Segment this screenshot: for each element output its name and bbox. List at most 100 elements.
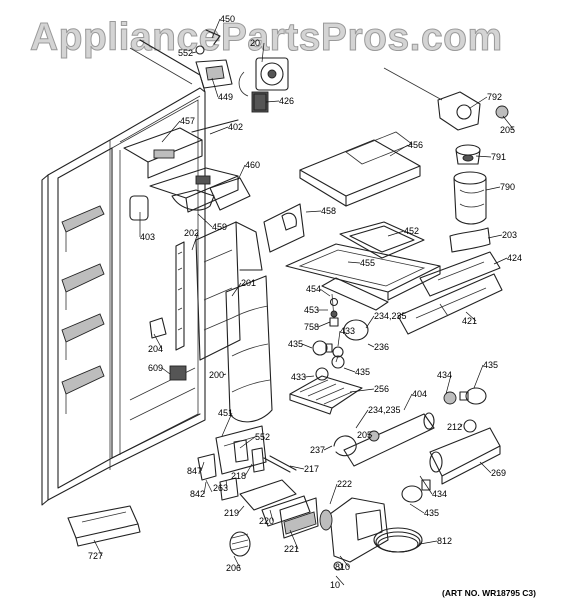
callout-label: 217 — [304, 464, 319, 474]
part-842-link — [205, 479, 213, 493]
part-791-cap — [455, 144, 481, 165]
callout-label: 458 — [321, 206, 336, 216]
part-459-damper — [171, 189, 215, 211]
callout-label: 433 — [291, 372, 306, 382]
callout-label: 459 — [212, 222, 227, 232]
part-237-wire — [333, 435, 357, 457]
callout-label: 552 — [178, 48, 193, 58]
part-421-housing — [397, 273, 503, 335]
part-200-cover — [225, 275, 273, 423]
leader-lines — [93, 18, 515, 586]
part-453-valve — [329, 293, 339, 327]
leader-line-435-54 — [409, 503, 425, 514]
callout-label: 453 — [304, 305, 319, 315]
callout-label: 609 — [148, 363, 163, 373]
part-449-bracket — [195, 29, 233, 89]
leader-line-842-50 — [203, 481, 207, 495]
callout-label: 454 — [306, 284, 321, 294]
part-219-paddle — [239, 479, 297, 511]
part-218-arm — [251, 447, 265, 473]
leader-line-456-9 — [389, 144, 409, 157]
callout-label: 421 — [462, 316, 477, 326]
leader-line-200-34 — [222, 373, 227, 376]
part-424-housing — [419, 251, 501, 297]
leader-line-236-30 — [367, 343, 375, 348]
callout-label: 204 — [148, 344, 163, 354]
part-812-tubing — [373, 527, 423, 553]
part-552-screw — [233, 439, 249, 463]
part-727-trim — [67, 505, 141, 547]
leader-line-206-59 — [233, 555, 241, 569]
leader-line-452-17 — [387, 230, 405, 237]
callout-label: 20 — [250, 38, 260, 48]
callout-label: 205 — [500, 125, 515, 135]
leader-line-449-3 — [211, 77, 219, 98]
leader-line-450-0 — [211, 18, 221, 39]
callout-label: 402 — [228, 122, 243, 132]
part-404-tube — [343, 412, 435, 467]
leader-line-212-40 — [460, 423, 463, 428]
part-452-pan — [339, 221, 425, 259]
callout-label: 269 — [491, 468, 506, 478]
callout-label: 234,235 — [374, 311, 407, 321]
leader-line-847-45 — [200, 461, 205, 472]
callout-label: 256 — [374, 384, 389, 394]
leader-line-402-8 — [209, 126, 229, 135]
leader-line-20-2 — [261, 42, 265, 63]
leader-line-205-6 — [502, 115, 515, 131]
callout-label: 792 — [487, 92, 502, 102]
leader-line-218-46 — [244, 463, 253, 477]
part-790-filter — [453, 171, 487, 225]
leader-line-203-18 — [487, 234, 503, 239]
part-426-shroud — [251, 91, 269, 113]
leader-line-552-1 — [191, 51, 197, 54]
part-20-fan-motor — [238, 57, 289, 97]
leader-line-421-25 — [465, 311, 477, 322]
callout-label: 234,235 — [368, 405, 401, 415]
leader-line-790-12 — [485, 186, 501, 191]
callout-label: 219 — [224, 508, 239, 518]
callout-label: 810 — [335, 562, 350, 572]
callout-label: 790 — [500, 182, 515, 192]
leader-line-609-31 — [161, 367, 171, 375]
leader-line-758-26 — [317, 321, 331, 328]
leader-line-791-10 — [475, 155, 492, 158]
part-256-light-cover — [289, 375, 363, 415]
callout-label: 435 — [483, 360, 498, 370]
part-792-filter-head — [383, 67, 509, 131]
leader-line-433-27 — [337, 330, 341, 347]
part-435-bulb-lower — [401, 479, 431, 503]
callout-label: 403 — [140, 232, 155, 242]
part-205-cap — [368, 430, 380, 442]
callout-label: 221 — [284, 544, 299, 554]
leader-line-263-49 — [225, 479, 228, 489]
leader-line-451-41 — [221, 412, 233, 437]
callout-label: 812 — [437, 536, 452, 546]
leader-line-221-58 — [289, 529, 299, 550]
part-206-grille — [229, 531, 251, 557]
callout-label: 456 — [408, 140, 423, 150]
part-203-bracket — [449, 227, 491, 253]
leader-line-727-57 — [93, 539, 103, 557]
leader-line-269-48 — [479, 461, 492, 474]
leader-line-435-29 — [301, 343, 313, 349]
leader-line-433-32 — [304, 375, 315, 378]
callout-label: 460 — [245, 160, 260, 170]
part-202-strip — [175, 241, 185, 351]
leader-line-426-4 — [265, 100, 280, 103]
part-236-ring — [343, 319, 369, 341]
callout-label: 451 — [218, 408, 233, 418]
callout-label: 435 — [424, 508, 439, 518]
leader-line-222-51 — [329, 483, 338, 505]
watermark-text: AppliancePartsPros.com — [30, 16, 503, 59]
part-263-lever — [219, 477, 239, 501]
leader-line-256-37 — [349, 388, 375, 393]
part-458-cover — [263, 203, 305, 253]
callout-label: 434 — [437, 370, 452, 380]
leader-line-434-52 — [419, 475, 433, 495]
leader-line-217-47 — [289, 465, 305, 470]
leader-line-435-36 — [473, 364, 484, 389]
callout-label: 434 — [432, 489, 447, 499]
leader-line-234235-39 — [355, 409, 369, 429]
part-433-socket-lower — [315, 355, 345, 381]
